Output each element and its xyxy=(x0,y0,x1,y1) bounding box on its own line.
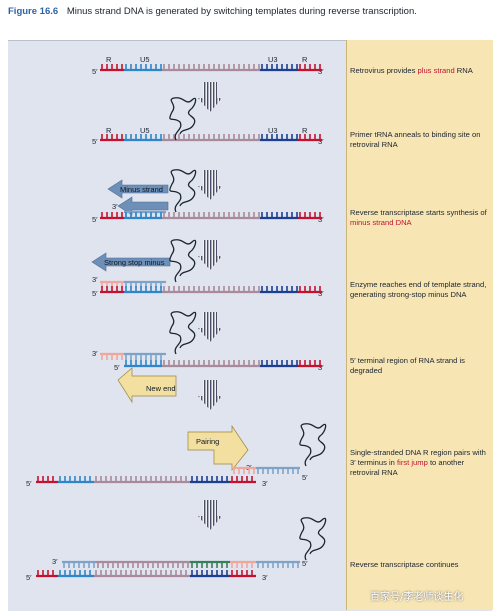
dna-3prime-label: 3′ xyxy=(92,275,98,284)
u5-label: U5 xyxy=(140,55,150,64)
strong-stop-minus-label: Strong stop minus xyxy=(104,258,165,267)
step-arrow-4 xyxy=(198,312,222,342)
trna-primer-icon xyxy=(299,423,327,467)
rna-3prime-label: 3′ xyxy=(262,479,268,488)
minus-strand-arrow xyxy=(107,179,169,199)
paired-u5-dna xyxy=(256,466,300,474)
figure-caption: Minus strand DNA is generated by switchi… xyxy=(66,6,417,17)
step-7-caption: Reverse transcriptase continues xyxy=(350,560,459,569)
rna-3prime-label: 3′ xyxy=(318,289,324,298)
rna-5prime-label: 5′ xyxy=(92,137,98,146)
rna-3prime-label: 3′ xyxy=(318,137,324,146)
rna-5prime-label: 5′ xyxy=(92,289,98,298)
u5-label: U5 xyxy=(140,126,150,135)
trna-primer-icon xyxy=(169,311,197,355)
plus-strand-rna-1 xyxy=(100,64,322,72)
step-arrow-1 xyxy=(198,82,222,112)
single-stranded-r-dna xyxy=(100,352,124,360)
figure-title: Figure 16.6 Minus strand DNA is generate… xyxy=(8,6,417,17)
r-label-right: R xyxy=(302,55,308,64)
r-label-left: R xyxy=(106,55,112,64)
dna-5prime-label: 5′ xyxy=(302,559,308,568)
dna-3prime-label: 3′ xyxy=(112,202,118,211)
rna-3prime-label: 3′ xyxy=(318,363,324,372)
rna-5prime-label: 5′ xyxy=(114,363,120,372)
pairing-arrow xyxy=(187,424,249,471)
figure-number: Figure 16.6 xyxy=(8,6,59,17)
trna-primer-icon xyxy=(299,517,327,561)
rna-5prime-label: 5′ xyxy=(26,573,32,582)
strong-stop-arrow xyxy=(91,252,171,272)
minus-strand-label: Minus strand xyxy=(120,185,163,194)
trna-primer-icon xyxy=(169,97,197,141)
step-arrow-2 xyxy=(198,170,222,200)
plus-strand-rna-2 xyxy=(100,134,322,142)
step-5-caption: 5′ terminal region of RNA strand is degr… xyxy=(350,356,465,375)
new-end-label: New end xyxy=(146,384,176,393)
step-arrow-5 xyxy=(198,380,222,410)
watermark: 百家号/李老师谈生化 xyxy=(370,592,464,603)
second-retroviral-rna xyxy=(36,476,256,484)
minus-strand-dna-arrow xyxy=(117,196,169,216)
dna-3prime-label: 3′ xyxy=(92,349,98,358)
rna-5prime-label: 5′ xyxy=(26,479,32,488)
step-4-caption: Enzyme reaches end of template strand, g… xyxy=(350,280,487,299)
step-3-caption: Reverse transcriptase starts synthesis o… xyxy=(350,208,487,227)
dna-3prime-label: 3′ xyxy=(52,557,58,566)
dna-5prime-label: 5′ xyxy=(302,473,308,482)
degraded-rna xyxy=(124,360,322,368)
u3-label: U3 xyxy=(268,126,278,135)
caption-column xyxy=(346,40,493,610)
rna-3prime-label: 3′ xyxy=(318,67,324,76)
u3-label: U3 xyxy=(268,55,278,64)
plus-strand-rna-4 xyxy=(100,286,322,294)
extended-minus-strand-dna xyxy=(62,560,300,568)
trna-primer-icon xyxy=(169,239,197,283)
template-rna-final xyxy=(36,570,256,578)
single-stranded-u5-dna xyxy=(124,352,166,360)
rna-5prime-label: 5′ xyxy=(92,215,98,224)
step-arrow-3 xyxy=(198,240,222,270)
plus-strand-rna-3 xyxy=(100,212,322,220)
r-label-right: R xyxy=(302,126,308,135)
step-arrow-6 xyxy=(198,500,222,530)
rna-3prime-label: 3′ xyxy=(262,573,268,582)
pairing-label: Pairing xyxy=(196,437,219,446)
trna-primer-icon xyxy=(169,169,197,213)
paired-r-dna xyxy=(232,466,256,474)
rna-5prime-label: 5′ xyxy=(92,67,98,76)
rna-3prime-label: 3′ xyxy=(318,215,324,224)
r-label-left: R xyxy=(106,126,112,135)
step-1-caption: Retrovirus provides plus strand RNA xyxy=(350,66,473,75)
step-2-caption: Primer tRNA anneals to binding site on r… xyxy=(350,130,481,149)
step-6-caption: Single-stranded DNA R region pairs with … xyxy=(350,448,486,477)
new-end-arrow xyxy=(117,367,177,404)
